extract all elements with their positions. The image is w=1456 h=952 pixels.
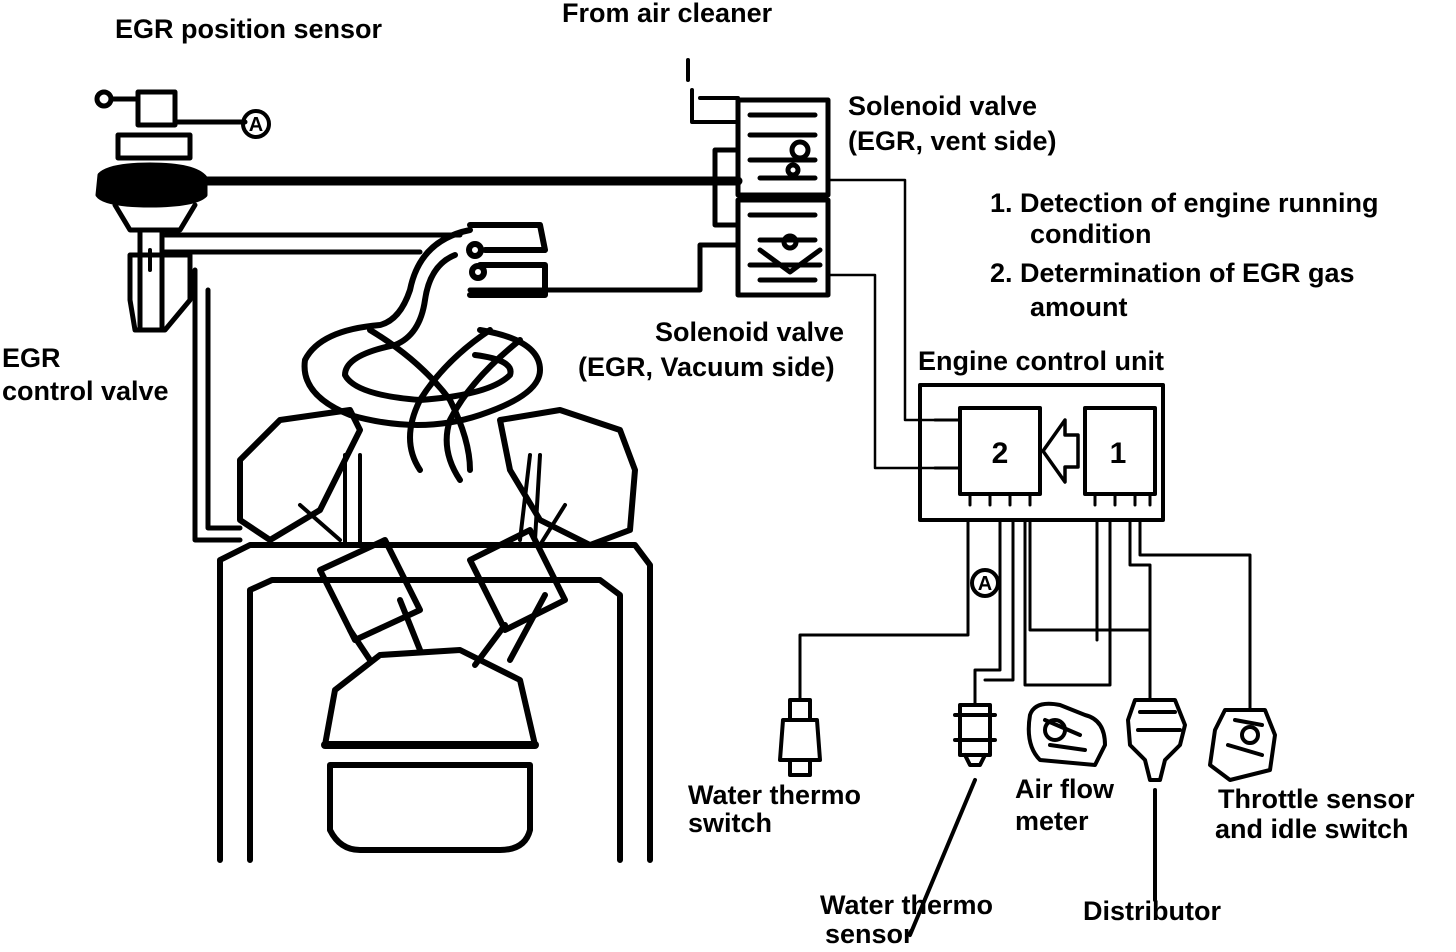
engine-drawing — [217, 407, 653, 863]
intake-manifold — [301, 222, 548, 483]
left-arrow-icon — [1041, 418, 1080, 484]
solenoid-vent-label-2: (EGR, vent side) — [848, 126, 1057, 156]
ecu-label: Engine control unit — [918, 346, 1164, 376]
throttle-sensor-label-2: and idle switch — [1215, 814, 1409, 844]
throttle-sensor-drawing — [1208, 708, 1277, 782]
solenoid-vac-label-2: (EGR, Vacuum side) — [578, 352, 835, 382]
solenoid-vent-label-1: Solenoid valve — [848, 91, 1037, 121]
step-1-label-2: condition — [1030, 219, 1151, 249]
solenoid-valve-vent-side — [735, 97, 831, 198]
solenoid-signal-wires — [826, 178, 962, 470]
ecu-block-1-label: 1 — [1110, 437, 1127, 470]
solenoid-valve-vacuum-side — [735, 197, 831, 298]
engine-control-unit: 2 1 — [918, 383, 1165, 522]
water-thermo-sensor-drawing — [908, 703, 997, 937]
svg-text:A: A — [978, 573, 992, 595]
ecu-block-1 — [1083, 406, 1157, 496]
step-1-label-1: 1. Detection of engine running — [990, 188, 1379, 218]
throttle-sensor-label-1: Throttle sensor — [1218, 784, 1415, 814]
air-flow-meter-label-2: meter — [1015, 806, 1089, 836]
diagram-labels: EGR position sensor From air cleaner Sol… — [2, 0, 1415, 949]
egr-control-valve-label-2: control valve — [2, 376, 169, 406]
ecu-block-2-label: 2 — [992, 437, 1009, 470]
svg-text:A: A — [249, 114, 263, 136]
step-2-label-2: amount — [1030, 292, 1128, 322]
step-2-label-1: 2. Determination of EGR gas — [990, 258, 1355, 288]
ecu-block-2 — [958, 406, 1042, 496]
solenoid-vac-label-1: Solenoid valve — [655, 317, 844, 347]
from-air-cleaner-label: From air cleaner — [562, 0, 773, 28]
distributor-label: Distributor — [1083, 896, 1221, 926]
sensor-wires — [798, 518, 1252, 712]
egr-position-sensor-label: EGR position sensor — [115, 14, 383, 44]
connector-a-top: A — [241, 109, 271, 139]
egr-control-valve — [94, 89, 248, 333]
distributor-drawing — [1126, 698, 1187, 902]
air-flow-meter-label-1: Air flow — [1015, 774, 1115, 804]
egr-control-valve-label-1: EGR — [2, 343, 61, 373]
water-thermo-sensor-label-1: Water thermo — [820, 890, 993, 920]
water-thermo-switch-label-1: Water thermo — [688, 780, 861, 810]
water-thermo-switch-label-2: switch — [688, 808, 772, 838]
vacuum-hoses — [162, 147, 743, 543]
water-thermo-sensor-label-2: sensor — [825, 919, 914, 949]
water-thermo-switch-drawing — [778, 698, 822, 777]
connector-a-bottom: A — [970, 568, 1000, 598]
air-flow-meter-drawing — [1026, 701, 1107, 767]
air-cleaner-inlet — [686, 58, 740, 124]
